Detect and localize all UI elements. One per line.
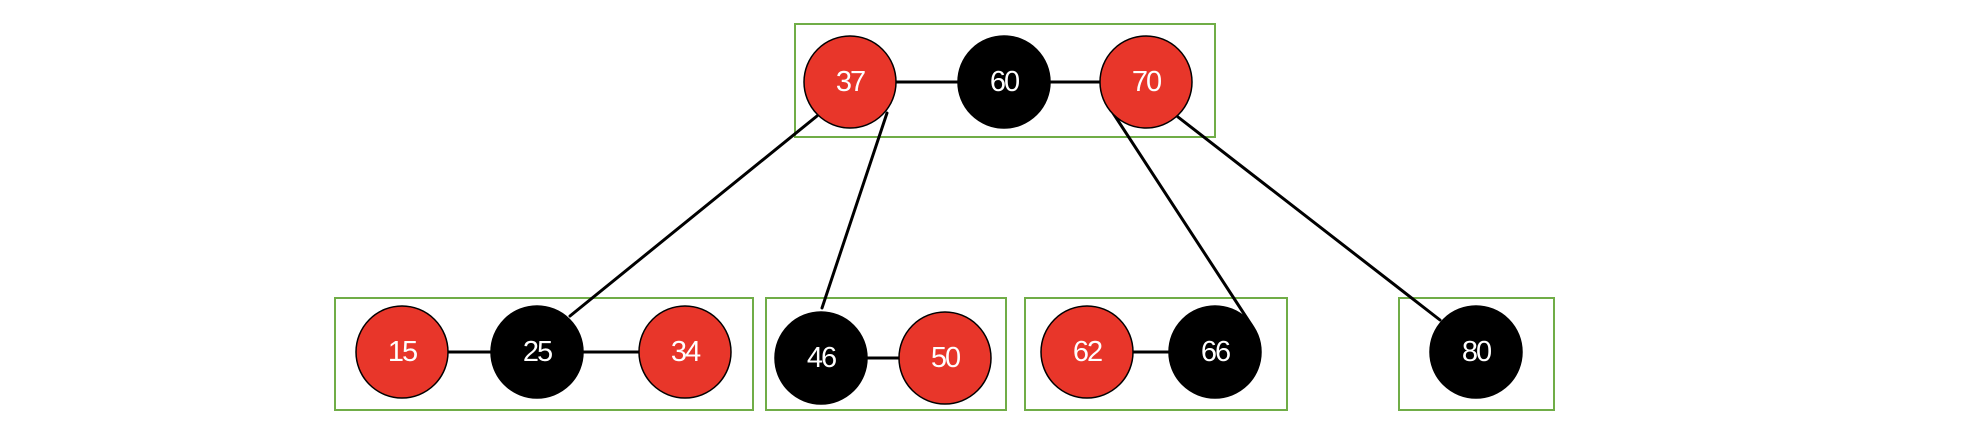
edge-37-25 [568, 114, 819, 318]
edge-70-80 [1176, 115, 1442, 322]
node-label-60: 60 [990, 66, 1019, 98]
node-80: 80 [1429, 305, 1523, 399]
node-label-50: 50 [931, 342, 960, 374]
node-label-37: 37 [836, 66, 865, 98]
group-box-leaf-3 [1024, 297, 1288, 411]
node-label-46: 46 [807, 342, 836, 374]
node-circle-60 [957, 35, 1051, 129]
node-37: 37 [803, 35, 897, 129]
node-15: 15 [355, 305, 449, 399]
node-label-25: 25 [523, 336, 552, 368]
node-circle-37 [803, 35, 897, 129]
node-circle-70 [1099, 35, 1193, 129]
node-label-62: 62 [1073, 336, 1102, 368]
node-50: 50 [898, 311, 992, 405]
edge-37-46 [820, 111, 889, 310]
node-circle-46 [774, 311, 868, 405]
node-circle-25 [490, 305, 584, 399]
node-circle-80 [1429, 305, 1523, 399]
edge-70-66 [1111, 111, 1254, 328]
group-box-leaf-4 [1398, 297, 1555, 411]
tree-nodes: 37 60 70 15 25 34 46 50 62 66 80 [355, 35, 1523, 405]
node-70: 70 [1099, 35, 1193, 129]
node-60: 60 [957, 35, 1051, 129]
node-label-15: 15 [388, 336, 417, 368]
group-box-leaf-1 [334, 297, 754, 411]
node-34: 34 [638, 305, 732, 399]
node-group-boxes [334, 23, 1555, 411]
node-46: 46 [774, 311, 868, 405]
group-box-root [794, 23, 1216, 138]
node-circle-50 [898, 311, 992, 405]
node-label-34: 34 [671, 336, 701, 368]
node-label-70: 70 [1132, 66, 1161, 98]
node-62: 62 [1040, 305, 1134, 399]
node-66: 66 [1168, 305, 1262, 399]
node-circle-34 [638, 305, 732, 399]
node-circle-62 [1040, 305, 1134, 399]
node-label-80: 80 [1462, 336, 1491, 368]
node-circle-66 [1168, 305, 1262, 399]
group-box-leaf-2 [765, 297, 1007, 411]
node-circle-15 [355, 305, 449, 399]
node-25: 25 [490, 305, 584, 399]
node-label-66: 66 [1201, 336, 1230, 368]
